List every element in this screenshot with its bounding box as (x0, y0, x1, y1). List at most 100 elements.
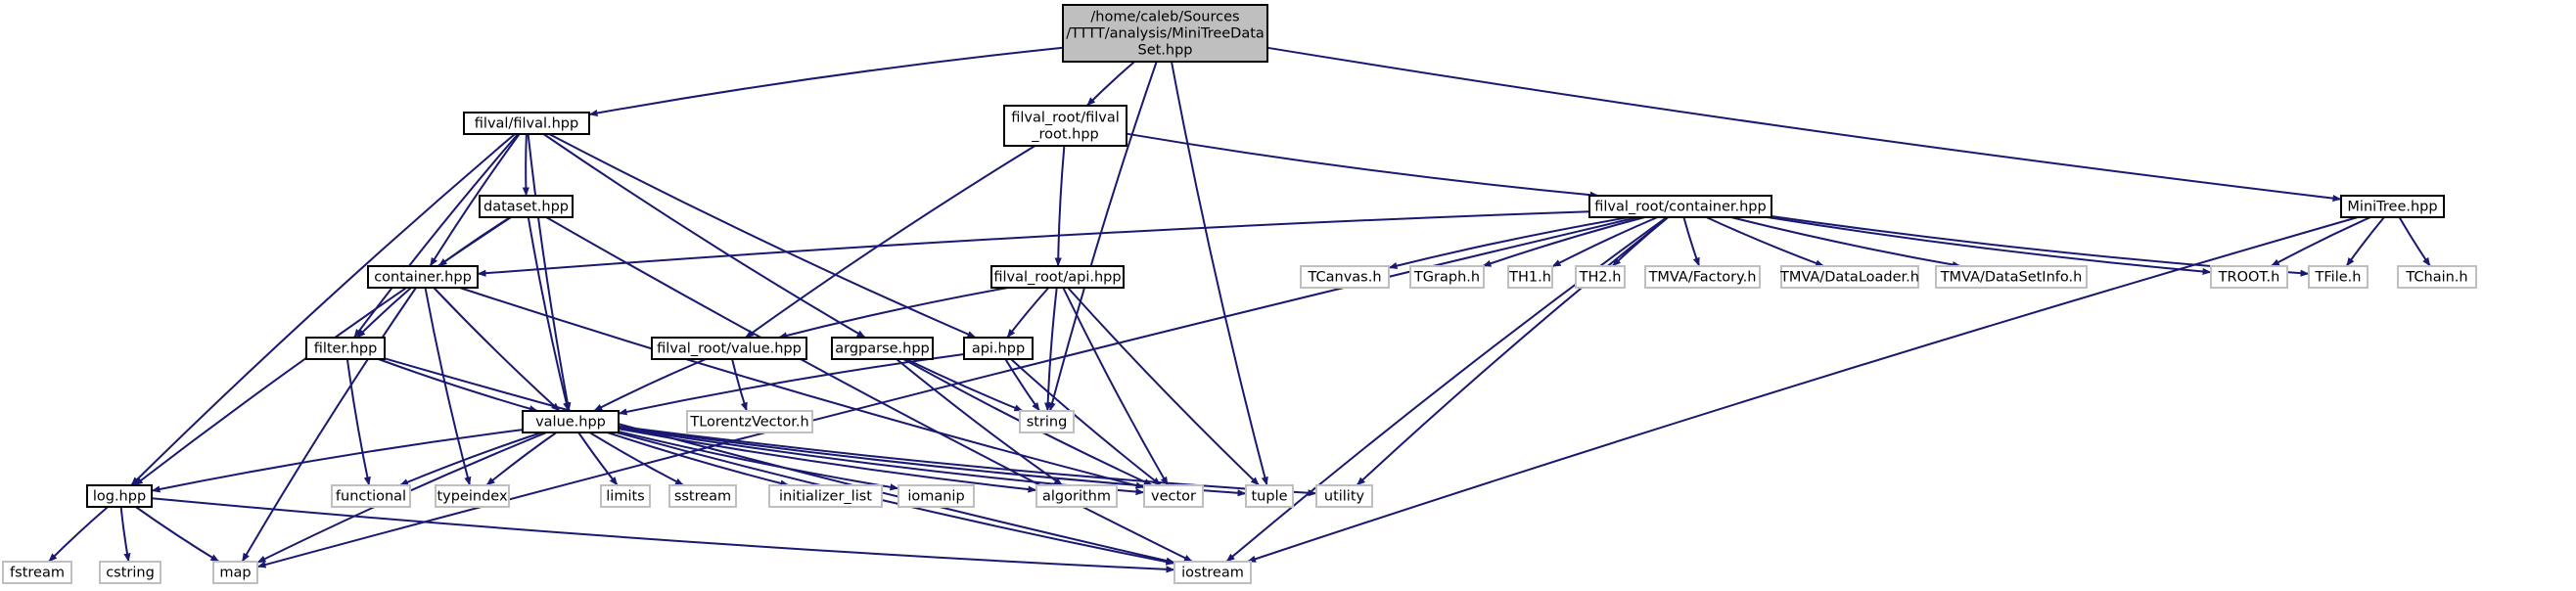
node-box-TH2 (1575, 265, 1626, 289)
edge-value-to-algorithm (618, 428, 1037, 493)
edge-fr_container-to-TMVAFactory (1682, 216, 1701, 267)
edge-minitree-to-TROOT (2270, 216, 2371, 267)
node-dataset[interactable]: dataset.hpp (479, 195, 574, 218)
node-TMVADataLoader: TMVA/DataLoader.h (1779, 265, 1919, 289)
node-iomanip: iomanip (897, 484, 975, 508)
node-fr_api[interactable]: filval_root/api.hpp (990, 265, 1125, 289)
edge-value-to-utility (618, 425, 1317, 497)
node-box-filval_root (1003, 105, 1127, 147)
node-api[interactable]: api.hpp (963, 337, 1034, 360)
node-filval[interactable]: filval/filval.hpp (463, 112, 590, 135)
node-label-root: /home/caleb/Sources (1090, 10, 1239, 25)
node-label-typeindex: typeindex (437, 489, 507, 505)
edge-root-to-minitree (1266, 46, 2342, 203)
edge-fr_value-to-value (593, 358, 707, 412)
node-TFile: TFile.h (2308, 265, 2369, 289)
edge-root-to-filval (588, 46, 1064, 117)
node-label-TFile: TFile.h (2315, 270, 2362, 286)
node-label-argparse: argparse.hpp (835, 341, 930, 357)
node-box-iomanip (897, 484, 975, 508)
node-functional: functional (331, 484, 411, 508)
edge-filval_root-to-fr_value (745, 145, 1036, 339)
node-container[interactable]: container.hpp (367, 265, 479, 289)
node-box-fr_api (990, 265, 1125, 289)
node-filter[interactable]: filter.hpp (305, 337, 386, 360)
node-label-initializer_list: initializer_list (779, 489, 872, 505)
node-box-container (367, 265, 479, 289)
node-label-api: api.hpp (972, 341, 1025, 357)
edge-dataset-to-value (527, 216, 571, 412)
node-label-iostream: iostream (1181, 566, 1244, 581)
node-label-filter: filter.hpp (314, 341, 378, 357)
node-minitree[interactable]: MiniTree.hpp (2340, 195, 2445, 218)
edge-filter-to-functional (345, 358, 371, 486)
node-TMVAFactory: TMVA/Factory.h (1644, 265, 1761, 289)
edge-minitree-to-TFile (2345, 216, 2385, 267)
edge-value-to-initializer_list (607, 432, 790, 487)
node-tuple: tuple (1245, 484, 1294, 508)
edge-log-to-iostream (151, 497, 1175, 573)
node-label-vector: vector (1151, 489, 1196, 505)
node-label-dataset: dataset.hpp (483, 200, 569, 215)
node-label-TLorentzVector: TLorentzVector.h (689, 415, 808, 431)
node-box-limits (600, 484, 651, 508)
node-box-iostream (1173, 561, 1252, 584)
node-label-algorithm: algorithm (1042, 489, 1111, 505)
node-label-TROOT: TROOT.h (2218, 270, 2280, 286)
node-box-tuple (1245, 484, 1294, 508)
node-sstream: sstream (668, 484, 737, 508)
node-TROOT: TROOT.h (2210, 265, 2288, 289)
node-label-fstream: fstream (10, 566, 65, 581)
node-box-api (963, 337, 1034, 360)
node-label-fr_value: filval_root/value.hpp (657, 341, 802, 357)
node-box-filter (305, 337, 386, 360)
edge-root-to-string (1048, 61, 1158, 412)
node-label-root: Set.hpp (1137, 43, 1192, 59)
node-box-typeindex (435, 484, 510, 508)
node-TH2: TH2.h (1575, 265, 1626, 289)
edge-fr_api-to-vector (1062, 287, 1170, 486)
edge-dataset-to-iostream (545, 216, 1193, 563)
node-label-TMVADataLoader: TMVA/DataLoader.h (1779, 270, 1919, 286)
node-label-root: /TTTT/analysis/MiniTreeData (1066, 26, 1265, 42)
edge-fr_value-to-TLorentzVector (731, 358, 748, 412)
node-label-TChain: TChain.h (2405, 270, 2467, 286)
node-label-TMVADataSetInfo: TMVA/DataSetInfo.h (1940, 270, 2083, 286)
node-cstring: cstring (99, 561, 161, 584)
edge-minitree-to-TChain (2398, 216, 2431, 267)
node-label-string: string (1027, 415, 1068, 431)
edge-api-to-string (1004, 358, 1041, 412)
edge-container-to-typeindex (424, 287, 472, 486)
node-box-cstring (99, 561, 161, 584)
node-box-fr_value (651, 337, 807, 360)
node-log[interactable]: log.hpp (86, 484, 153, 508)
node-fr_value[interactable]: filval_root/value.hpp (651, 337, 807, 360)
edge-container-to-filter (356, 287, 412, 339)
node-typeindex: typeindex (435, 484, 510, 508)
edge-api-to-vector (1010, 358, 1162, 486)
node-limits: limits (600, 484, 651, 508)
node-box-string (1019, 410, 1075, 433)
edge-container-to-map (241, 287, 417, 563)
node-filval_root[interactable]: filval_root/filval_root.hpp (1003, 105, 1127, 147)
node-fr_container[interactable]: filval_root/container.hpp (1588, 195, 1772, 218)
node-box-fstream (2, 561, 72, 584)
edge-api-to-value (618, 353, 965, 416)
node-box-TROOT (2210, 265, 2288, 289)
node-box-minitree (2340, 195, 2445, 218)
edge-value-to-iomanip (618, 431, 899, 491)
node-root[interactable]: /home/caleb/Sources/TTTT/analysis/MiniTr… (1062, 4, 1268, 63)
node-label-iomanip: iomanip (907, 489, 964, 505)
edge-fr_container-to-TMVADataSetInfo (1730, 216, 1961, 269)
node-box-dataset (479, 195, 574, 218)
node-box-fr_container (1588, 195, 1772, 218)
node-algorithm: algorithm (1035, 484, 1118, 508)
node-box-TCanvas (1300, 265, 1390, 289)
node-TLorentzVector: TLorentzVector.h (686, 410, 813, 433)
node-label-TH2: TH2.h (1579, 270, 1622, 286)
node-value[interactable]: value.hpp (522, 410, 620, 433)
edge-fr_api-to-fr_value (778, 287, 1009, 340)
edge-fr_api-to-api (1006, 287, 1050, 339)
edge-value-to-functional (399, 432, 542, 486)
node-argparse[interactable]: argparse.hpp (831, 337, 934, 360)
